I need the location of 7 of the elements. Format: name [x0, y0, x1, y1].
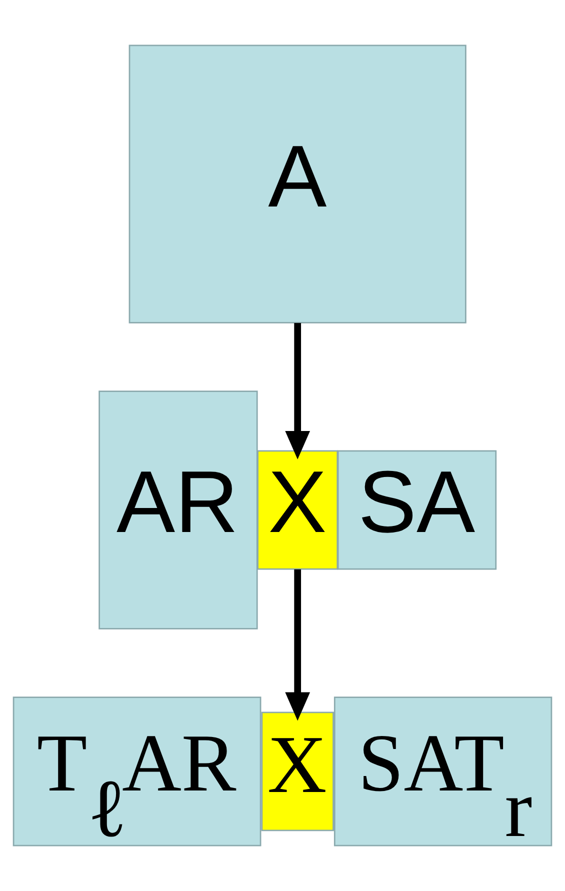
node-box: X: [261, 712, 334, 832]
node-box: X: [257, 450, 338, 570]
arrow: [285, 569, 310, 721]
node-box: AR: [98, 390, 258, 630]
node-box: SA: [337, 450, 497, 570]
arrow: [285, 322, 310, 460]
node-box: A: [128, 44, 466, 324]
